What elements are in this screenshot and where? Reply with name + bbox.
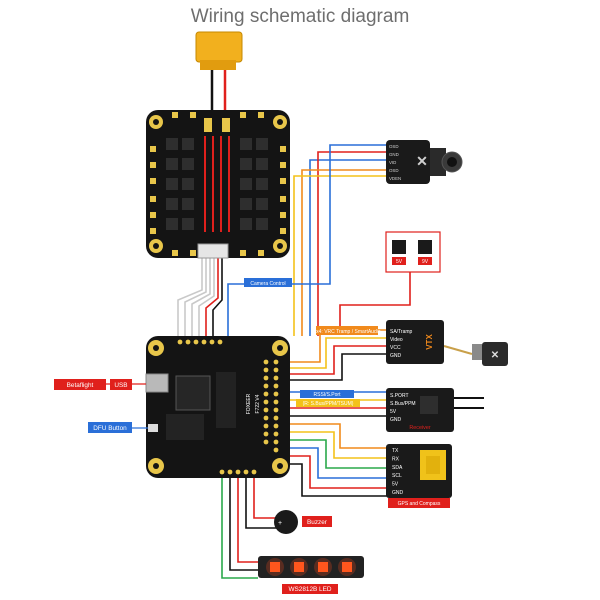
gps-pin-label: SDA [392,465,403,471]
buzzer-label: Buzzer [302,516,332,527]
cam-pin-label: GND [389,152,399,157]
gps-pin-labels: TX RX SDA SCL 5V GND [392,448,404,496]
rx-pin-label: S.PORT [390,393,409,399]
sbus-label: (R: S.Bus/PPM/TSUM) [296,399,360,407]
svg-text:USB: USB [114,382,127,389]
receiver-pin-labels: S.PORT S.Bus/PPM 5V GND [390,393,416,423]
gps-pin-label: GND [392,490,404,496]
led-label: WS2812B LED [282,584,338,594]
svg-text:WS2812B LED: WS2812B LED [289,586,332,593]
vtx-pin-label: GND [390,353,402,359]
rx-pin-label: GND [390,417,402,423]
vtx-brand: VTX [425,334,434,350]
cam-pin-label: OSD [389,144,399,149]
rssi-label: RSSI/S.Port [300,390,354,398]
svg-text:Betaflight: Betaflight [67,382,94,389]
esc-board [146,110,290,259]
fpv-camera: ✕ OSD GND VID OSD VDEN [386,140,463,184]
svg-text:GPS and Compass: GPS and Compass [398,501,441,507]
gps-pin-label: RX [392,456,400,462]
antenna-logo-icon: ✕ [491,350,499,361]
voltage-option-5v: 5V [396,259,403,265]
buzzer: + [274,510,298,534]
gps-pin-label: SCL [392,473,402,479]
flight-controller: FOXEER F722 V4 [145,336,290,478]
fc-brand-label: FOXEER [246,393,252,414]
gps-compass-label: GPS and Compass [388,498,450,508]
vtx-pin-label: VCC [390,345,401,351]
cam-pin-label: VID [389,160,396,165]
vtx-pin-label: SA/Tramp [390,329,413,335]
led-strip [258,556,364,578]
voltage-option-9v: 9V [422,259,429,265]
dfu-button-label: DFU Button [88,422,132,433]
svg-text:1x4: VRC Tramp / SmartAudio: 1x4: VRC Tramp / SmartAudio [313,329,380,335]
gps-pin-label: 5V [392,482,399,488]
smartaudio-label: 1x4: VRC Tramp / SmartAudio [313,326,381,335]
betaflight-label: Betaflight [54,379,106,390]
gps-pin-label: TX [392,448,399,454]
gps-module: TX RX SDA SCL 5V GND [386,444,452,498]
vtx-pin-label: Video [390,337,403,343]
cam-pin-label: VDEN [389,176,401,181]
usb-label: USB [110,379,132,390]
svg-text:DFU Button: DFU Button [93,425,127,432]
receiver-module: Receiver S.PORT S.Bus/PPM 5V GND [386,388,454,432]
camera-logo-icon: ✕ [416,153,428,169]
vtx-antenna: ✕ [472,342,508,366]
svg-text:(R: S.Bus/PPM/TSUM): (R: S.Bus/PPM/TSUM) [303,401,354,407]
svg-text:Camera Control: Camera Control [250,281,285,287]
receiver-brand: Receiver [409,425,430,431]
camera-control-label: Camera Control [244,278,292,287]
svg-text:RSSI/S.Port: RSSI/S.Port [314,392,342,398]
rx-pin-label: 5V [390,409,397,415]
camera-pin-labels: OSD GND VID OSD VDEN [389,144,401,181]
diagram-title: Wiring schematic diagram [191,6,410,27]
rx-pin-label: S.Bus/PPM [390,401,416,407]
cam-pin-label: OSD [389,168,399,173]
xt60-connector [195,31,243,70]
voltage-selector: 5V 9V [385,231,441,273]
buzzer-plus-icon: + [278,520,282,527]
fc-model-label: F722 V4 [255,394,261,413]
svg-text:Buzzer: Buzzer [307,519,328,526]
